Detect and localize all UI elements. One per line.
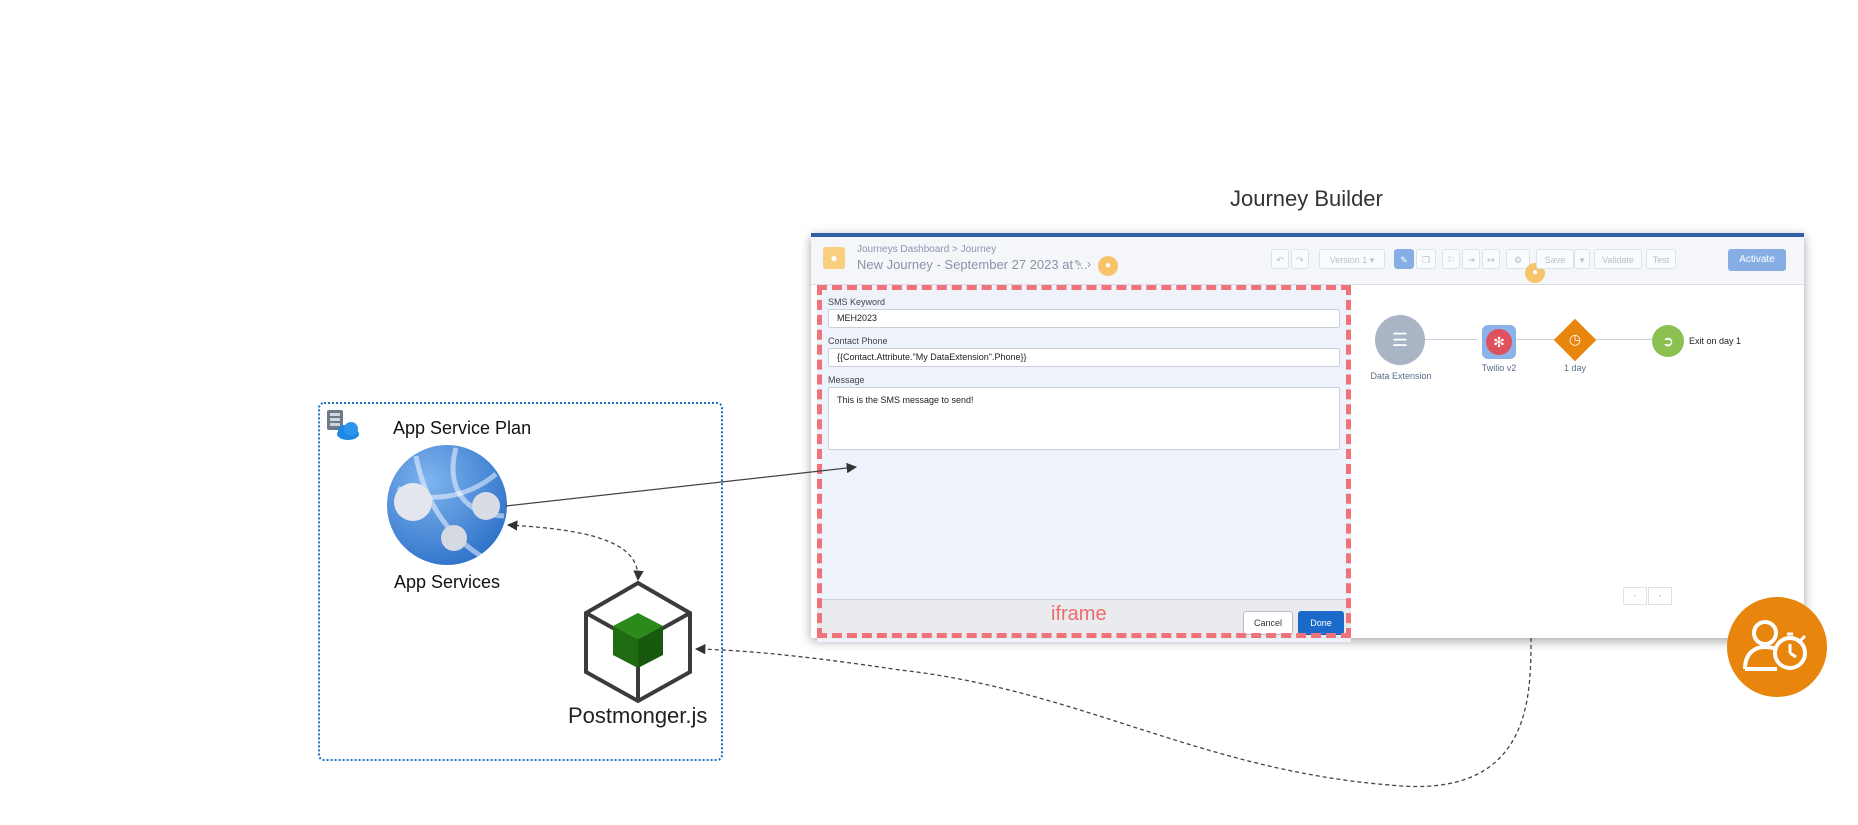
done-button[interactable]: Done xyxy=(1298,611,1344,635)
zoom-in-button[interactable]: - xyxy=(1648,587,1672,605)
person-timer-icon xyxy=(1743,620,1807,671)
redo-icon[interactable]: ↷ xyxy=(1291,249,1309,269)
journey-builder-to-postmonger-arrow xyxy=(694,637,1532,788)
iframe-panel: SMS Keyword MEH2023 Contact Phone {{Cont… xyxy=(817,285,1351,642)
app-service-plan-group xyxy=(318,402,723,761)
postmonger-label: Postmonger.js xyxy=(568,703,708,728)
entry-icon[interactable]: ⇥ xyxy=(1462,249,1480,269)
journey-builder-header: ● Journeys Dashboard > Journey New Journ… xyxy=(811,237,1804,285)
twilio-icon: ✻ xyxy=(1493,334,1505,350)
diagram-title: Journey Builder xyxy=(1230,186,1383,211)
exit-node[interactable]: ➲ xyxy=(1652,325,1684,357)
edit-mode-icon[interactable]: ✎ xyxy=(1394,249,1414,269)
zoom-out-button[interactable]: - xyxy=(1623,587,1647,605)
journey-name[interactable]: New Journey - September 27 2023 at ... xyxy=(857,257,1088,272)
data-extension-node[interactable]: ☰ xyxy=(1375,315,1425,365)
journey-builder-screenshot: ● Journeys Dashboard > Journey New Journ… xyxy=(811,233,1804,642)
cancel-button[interactable]: Cancel xyxy=(1243,611,1293,635)
breadcrumb[interactable]: Journeys Dashboard > Journey xyxy=(857,244,997,255)
canvas-connector xyxy=(1497,339,1567,340)
app-services-icon xyxy=(386,444,508,566)
data-extension-label: Data Extension xyxy=(1370,371,1432,381)
goals-icon[interactable]: ⚐ xyxy=(1442,249,1460,269)
edit-name-icon[interactable]: ✎ xyxy=(1074,259,1083,270)
validate-button[interactable]: Validate xyxy=(1594,249,1642,269)
sms-keyword-input[interactable]: MEH2023 xyxy=(828,309,1340,328)
help-lightbulb-icon[interactable]: ● xyxy=(1098,256,1118,276)
test-button[interactable]: Test xyxy=(1646,249,1676,269)
message-textarea[interactable]: This is the SMS message to send! xyxy=(828,387,1340,450)
message-label: Message xyxy=(828,375,865,385)
iframe-boundary xyxy=(817,285,1351,638)
canvas-connector xyxy=(1581,339,1653,340)
contact-phone-input[interactable]: {{Contact.Attribute."My DataExtension".P… xyxy=(828,348,1340,367)
wait-label: 1 day xyxy=(1563,363,1587,373)
clock-icon: ◷ xyxy=(1568,331,1582,347)
timer-badge xyxy=(1727,597,1827,697)
journey-canvas: ☰ Data Extension ✻ Twilio v2 ◷ 1 day ➲ E… xyxy=(1351,285,1804,638)
iframe-label: iframe xyxy=(1051,603,1107,625)
activate-button[interactable]: Activate xyxy=(1728,249,1786,271)
canvas-connector xyxy=(1397,339,1477,340)
version-select[interactable]: Version 1 ▾ xyxy=(1319,249,1385,269)
exit-icon: ➲ xyxy=(1662,333,1674,349)
chevron-right-icon[interactable]: › xyxy=(1087,257,1091,271)
save-dropdown-icon[interactable]: ▾ xyxy=(1574,249,1590,269)
app-services-to-iframe-arrow xyxy=(505,462,858,507)
exit-label: Exit on day 1 xyxy=(1689,336,1742,346)
undo-icon[interactable]: ↶ xyxy=(1271,249,1289,269)
postmonger-icon xyxy=(583,580,693,704)
settings-icon[interactable]: ⚙ xyxy=(1506,249,1530,269)
journey-logo-icon: ● xyxy=(823,247,845,269)
twilio-node[interactable]: ✻ xyxy=(1486,329,1512,355)
copy-icon[interactable]: ❐ xyxy=(1416,249,1436,269)
app-service-plan-icon xyxy=(326,408,360,442)
list-icon: ☰ xyxy=(1391,330,1409,350)
app-services-label: App Services xyxy=(394,572,501,592)
version-select-value: Version 1 xyxy=(1329,255,1368,265)
twilio-label: Twilio v2 xyxy=(1481,363,1517,373)
app-services-postmonger-arrow xyxy=(506,520,644,582)
exit-criteria-icon[interactable]: ↦ xyxy=(1482,249,1500,269)
save-button[interactable]: Save xyxy=(1536,249,1574,269)
app-service-plan-label: App Service Plan xyxy=(393,418,532,438)
contact-phone-label: Contact Phone xyxy=(828,336,888,346)
sms-keyword-label: SMS Keyword xyxy=(828,297,886,307)
